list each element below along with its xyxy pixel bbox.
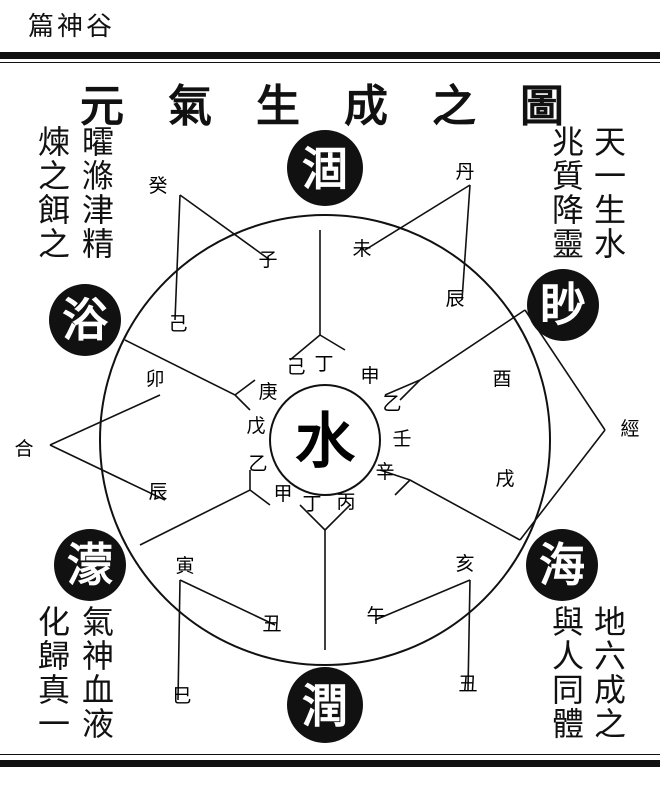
top-rule — [0, 52, 660, 59]
inner-ring-char: 丙 — [336, 491, 355, 513]
text-column-bottom-right-2: 與人同體 — [547, 605, 585, 741]
outer-char: 午 — [366, 605, 385, 627]
page-header-title: 篇神谷 — [28, 12, 116, 42]
outer-char: 亥 — [455, 553, 474, 575]
disc-lower-right: 海 — [526, 529, 598, 601]
text-column-top-left-2: 曤滌津精 — [77, 125, 115, 261]
disc-lower-left: 濛 — [54, 529, 126, 601]
outer-char: 卯 — [145, 368, 164, 390]
disc-upper-right: 眇 — [527, 269, 599, 341]
outer-char: 丑 — [458, 673, 477, 695]
inner-ring-char: 甲 — [273, 483, 292, 505]
outer-triangles — [174, 184, 471, 701]
outer-char: 酉 — [492, 368, 511, 390]
inner-ring-char: 壬 — [392, 428, 411, 450]
outer-char: 寅 — [175, 555, 194, 577]
text-column-top-right-1: 天一生水 — [589, 125, 627, 261]
disc-top-char: 涸 — [302, 142, 348, 196]
inner-ring-char: 丁 — [302, 493, 321, 515]
outer-char: 辰 — [445, 288, 464, 310]
outer-char: 丹 — [455, 161, 474, 183]
inner-ring-char: 乙 — [382, 393, 401, 415]
inner-ring-char: 乙 — [248, 453, 267, 475]
text-column-bottom-right-1: 地六成之 — [589, 605, 627, 741]
bottom-rule — [0, 760, 660, 767]
outer-char: 未 — [352, 238, 371, 260]
inner-ring-char: 己 — [286, 356, 305, 378]
outer-char: 丑 — [262, 613, 281, 635]
outer-circle — [99, 214, 551, 666]
center-char: 水 — [295, 407, 356, 477]
bottom-rule-thin — [0, 754, 660, 755]
outer-char: 合 — [14, 438, 33, 460]
top-rule-thin — [0, 62, 660, 63]
inner-circle — [269, 384, 381, 496]
text-column-bottom-left-2: 氣神血液 — [77, 605, 115, 741]
disc-upper-left-char: 浴 — [62, 293, 109, 347]
outer-char: 辰 — [148, 481, 167, 503]
disc-top: 涸 — [287, 130, 363, 206]
disc-bottom-char: 潤 — [302, 679, 348, 733]
inner-ring-char: 戊 — [246, 415, 265, 437]
outer-char: 經 — [620, 418, 639, 440]
outer-char: 己 — [168, 313, 187, 335]
disc-lower-left-char: 濛 — [67, 538, 113, 592]
outer-char: 癸 — [148, 175, 167, 197]
disc-lower-right-char: 海 — [539, 538, 585, 592]
inner-ring-char: 丁 — [314, 353, 333, 375]
text-column-top-left-1: 煉之餌之 — [33, 125, 71, 261]
text-column-bottom-left-1: 化歸真一 — [33, 605, 71, 741]
text-column-top-right-2: 兆質降靈 — [547, 125, 585, 261]
disc-upper-left: 浴 — [49, 284, 121, 356]
inner-ring-char: 庚 — [258, 381, 277, 403]
disc-upper-right-char: 眇 — [540, 278, 586, 332]
inner-ring-char: 辛 — [375, 461, 394, 483]
outer-char: 巳 — [172, 685, 191, 707]
diagram-title: 元氣生成之圖 — [80, 81, 608, 132]
disc-bottom: 潤 — [287, 667, 363, 743]
outer-char: 戌 — [495, 468, 514, 490]
outer-char: 子 — [258, 249, 277, 271]
inner-ring-char: 申 — [360, 365, 379, 387]
